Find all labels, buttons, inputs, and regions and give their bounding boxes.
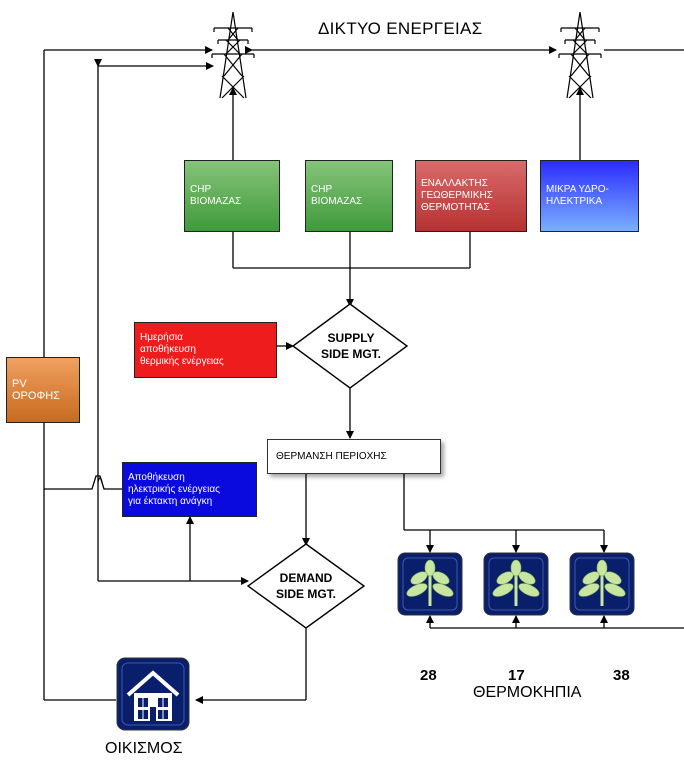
chp-biomass-box-1: CHP ΒΙΟΜΑΖΑΣ	[184, 160, 280, 232]
pv-roof-box: PV ΟΡΟΦΗΣ	[6, 357, 80, 423]
geothermal-exchanger-box: ΕΝΑΛΛΑΚΤΗΣ ΓΕΩΘΕΡΜΙΚΗΣ ΘΕΡΜΟΤΗΤΑΣ	[415, 160, 527, 232]
demand-side-diamond	[246, 543, 366, 629]
electrical-storage-box: Αποθήκευση ηλεκτρικής ενέργειας για έκτα…	[122, 462, 257, 517]
settlement-label: ΟΙΚΙΣΜΟΣ	[105, 740, 183, 757]
greenhouse-count-3: 38	[613, 667, 630, 684]
grid-title: ΔΙΚΤΥΟ ΕΝΕΡΓΕΙΑΣ	[318, 19, 483, 38]
small-hydro-box: ΜΙΚΡΑ ΥΔΡΟ- ΗΛΕΚΤΡΙΚΑ	[540, 160, 639, 232]
supply-side-label: SUPPLY SIDE MGT.	[320, 331, 381, 361]
heat-storage-box: Ημερήσια αποθήκευση θερμικής ενέργειας	[134, 322, 277, 378]
chp-biomass-box-2: CHP ΒΙΟΜΑΖΑΣ	[305, 160, 393, 232]
house-icon	[116, 657, 190, 731]
greenhouse-count-2: 17	[508, 667, 525, 684]
transmission-tower-icon	[558, 11, 602, 99]
plant-icon	[483, 552, 549, 616]
supply-side-diamond	[291, 303, 409, 389]
transmission-tower-icon	[211, 11, 255, 99]
demand-side-label: DEMAND SIDE MGT.	[275, 571, 336, 601]
district-heating-box: ΘΕΡΜΑΝΣΗ ΠΕΡΙΟΧΗΣ	[267, 439, 441, 474]
greenhouses-label: ΘΕΡΜΟΚΗΠΙΑ	[473, 684, 582, 701]
greenhouse-count-1: 28	[420, 667, 437, 684]
plant-icon	[397, 552, 463, 616]
plant-icon	[569, 552, 635, 616]
